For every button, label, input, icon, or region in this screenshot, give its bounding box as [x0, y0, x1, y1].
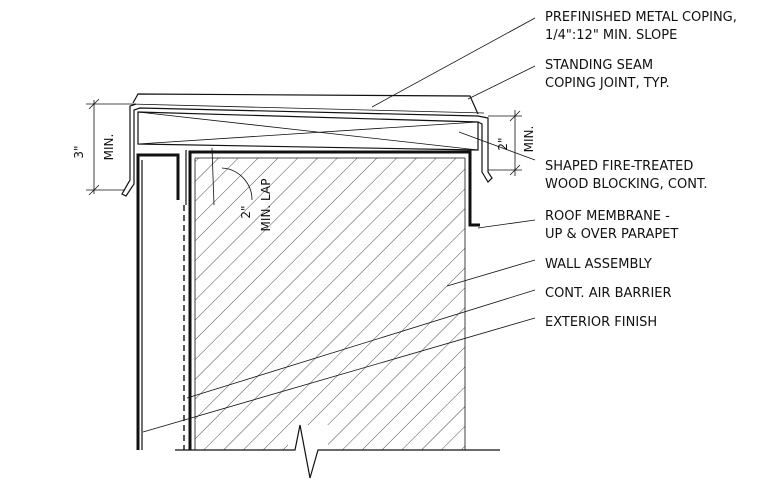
- note-wall-assembly: WALL ASSEMBLY: [545, 257, 652, 272]
- dimension-lap: 2" MIN. LAP: [211, 147, 273, 232]
- dimension-right: 2" MIN.: [488, 110, 536, 176]
- dim-left-value: 3": [72, 145, 86, 158]
- note-seam-line1: STANDING SEAM: [545, 58, 653, 73]
- note-membrane-line1: ROOF MEMBRANE -: [545, 209, 670, 224]
- note-coping-line1: PREFINISHED METAL COPING,: [545, 10, 737, 25]
- note-blocking-line1: SHAPED FIRE-TREATED: [545, 159, 693, 174]
- note-membrane-line2: UP & OVER PARAPET: [545, 227, 678, 242]
- break-line: [175, 424, 500, 479]
- wall-assembly: [194, 157, 466, 450]
- dim-lap-min: MIN. LAP: [259, 179, 273, 232]
- note-seam-line2: COPING JOINT, TYP.: [545, 76, 670, 91]
- note-coping-line2: 1/4":12" MIN. SLOPE: [545, 28, 677, 43]
- note-blocking-line2: WOOD BLOCKING, CONT.: [545, 177, 707, 192]
- callouts: PREFINISHED METAL COPING, 1/4":12" MIN. …: [545, 10, 737, 330]
- metal-coping: [121, 93, 493, 197]
- note-exterior-finish: EXTERIOR FINISH: [545, 315, 657, 330]
- note-air-barrier: CONT. AIR BARRIER: [545, 286, 672, 301]
- leader-lines: [142, 17, 536, 433]
- dim-right-min: MIN.: [522, 126, 536, 153]
- dim-lap-value: 2": [239, 205, 253, 218]
- roof-membrane: [136, 150, 480, 450]
- dimension-left: 3" MIN.: [72, 98, 130, 196]
- wood-blocking: [137, 111, 479, 151]
- dim-left-min: MIN.: [102, 134, 116, 161]
